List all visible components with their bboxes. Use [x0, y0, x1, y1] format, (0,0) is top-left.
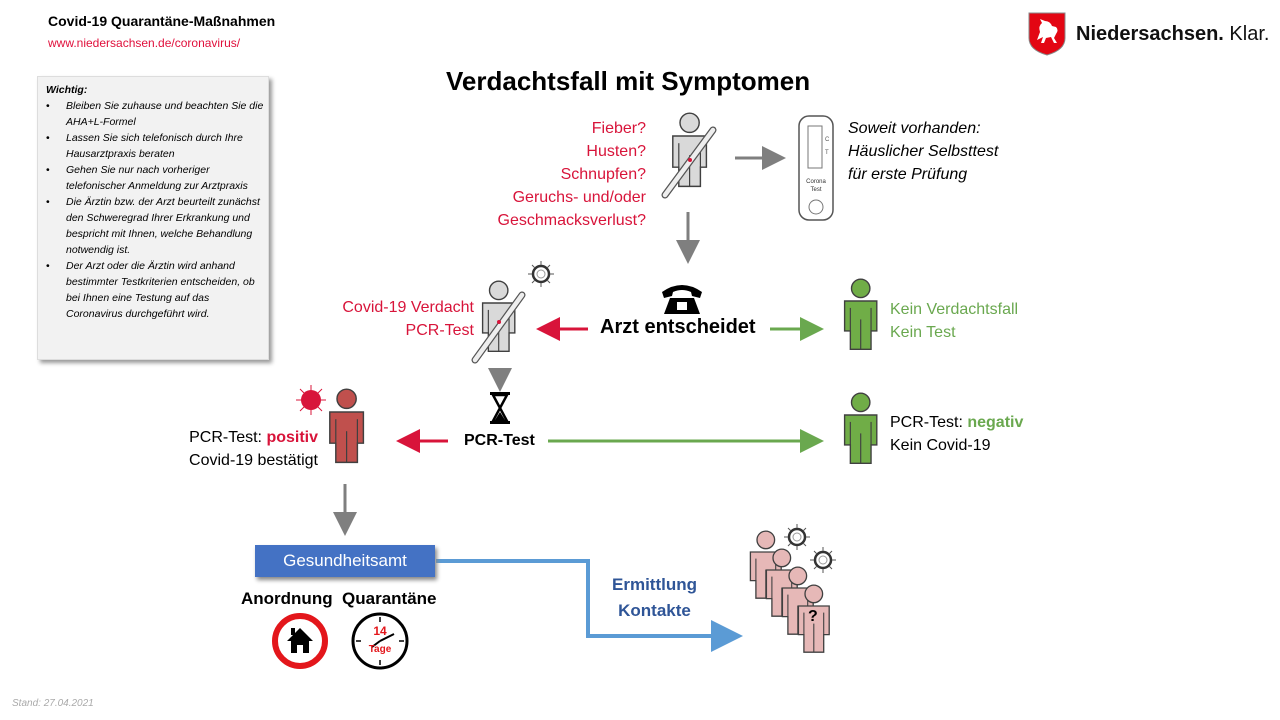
info-item: Lassen Sie sich telefonisch durch Ihre H…: [46, 130, 268, 162]
self-test-line: Soweit vorhanden:: [848, 120, 981, 137]
info-item: Gehen Sie nur nach vorheriger telefonisc…: [46, 162, 268, 194]
test-c-label: C: [825, 137, 830, 143]
info-item: Die Ärztin bzw. der Arzt beurteilt zunäc…: [46, 194, 268, 258]
clock-days: 14: [373, 624, 387, 638]
contact-tracing-line: Ermittlung: [612, 575, 697, 594]
suspected-line: PCR-Test: [405, 322, 474, 339]
no-suspicion-label: Kein Verdachtsfall Kein Test: [890, 298, 1018, 344]
niedersachsen-logo: Niedersachsen. Klar.: [1028, 12, 1269, 56]
status-date: Stand: 27.04.2021: [12, 698, 94, 709]
symptom: Geschmacksverlust?: [497, 212, 647, 229]
negative-result-label: PCR-Test: negativ Kein Covid-19: [890, 411, 1023, 457]
logo-name: Niedersachsen.: [1076, 22, 1224, 45]
test-device-label-2: Test: [810, 187, 822, 193]
symptom: Geruchs- und/oder: [512, 189, 646, 206]
positive-prefix: PCR-Test:: [189, 429, 267, 446]
contact-tracing-line: Kontakte: [618, 601, 691, 620]
clock-unit: Tage: [368, 644, 392, 655]
negative-line2: Kein Covid-19: [890, 437, 991, 454]
virus-icon: [526, 259, 556, 289]
negative-result: negativ: [967, 414, 1024, 431]
self-test-device-icon: [798, 115, 834, 221]
home-quarantine-icon: [272, 613, 328, 669]
logo-slogan: Klar.: [1229, 22, 1270, 45]
important-info-box: Wichtig: Bleiben Sie zuhause und beachte…: [37, 76, 269, 360]
virus-icon: [782, 522, 812, 552]
arrow-to-contacts: [436, 559, 743, 652]
person-negative-icon: [843, 392, 878, 464]
info-item: Bleiben Sie zuhause und beachten Sie die…: [46, 98, 268, 130]
test-device-label-1: Corona: [806, 179, 826, 185]
no-suspicion-line: Kein Test: [890, 324, 956, 341]
test-device-label: Corona Test: [804, 178, 828, 194]
person-positive-icon: [329, 388, 365, 464]
pcr-test-label: PCR-Test: [464, 432, 535, 449]
positive-line2: Covid-19 bestätigt: [189, 452, 318, 469]
self-test-note: Soweit vorhanden: Häuslicher Selbsttest …: [848, 117, 998, 186]
clock-14-days-icon: [351, 612, 409, 670]
unknown-contact-mark: ?: [808, 608, 818, 625]
health-office-box: Gesundheitsamt: [255, 545, 435, 577]
negative-prefix: PCR-Test:: [890, 414, 968, 431]
quarantine-order-label: Anordnung Quarantäne: [241, 589, 437, 608]
positive-result: positiv: [266, 429, 318, 446]
main-title: Verdachtsfall mit Symptomen: [446, 66, 811, 96]
symptom: Fieber?: [591, 120, 646, 137]
symptoms-list: Fieber? Husten? Schnupfen? Geruchs- und/…: [470, 117, 647, 232]
hourglass-icon: [490, 392, 510, 424]
virus-red-icon: [296, 385, 326, 415]
self-test-line: Häuslicher Selbsttest: [848, 143, 999, 160]
suspected-line: Covid-19 Verdacht: [342, 299, 474, 316]
info-item: Der Arzt oder die Ärztin wird anhand bes…: [46, 258, 268, 322]
symptom: Husten?: [586, 143, 646, 160]
self-test-line: für erste Prüfung: [848, 166, 968, 183]
suspected-label: Covid-19 Verdacht PCR-Test: [320, 296, 474, 342]
symptom: Schnupfen?: [560, 166, 646, 183]
doctor-decides-label: Arzt entscheidet: [600, 316, 756, 338]
source-url-link[interactable]: www.niedersachsen.de/coronavirus/: [48, 36, 241, 50]
telephone-icon: [662, 285, 702, 314]
test-t-label: T: [825, 150, 829, 156]
horse-crest-icon: [1028, 12, 1066, 56]
document-title: Covid-19 Quarantäne-Maßnahmen: [48, 13, 276, 29]
positive-result-label: PCR-Test: positiv Covid-19 bestätigt: [150, 426, 318, 472]
no-suspicion-line: Kein Verdachtsfall: [890, 301, 1019, 318]
info-heading: Wichtig:: [46, 84, 88, 96]
virus-icon: [808, 545, 838, 575]
person-no-suspicion-icon: [843, 278, 878, 350]
contact-tracing-label: Ermittlung Kontakte: [612, 572, 697, 624]
